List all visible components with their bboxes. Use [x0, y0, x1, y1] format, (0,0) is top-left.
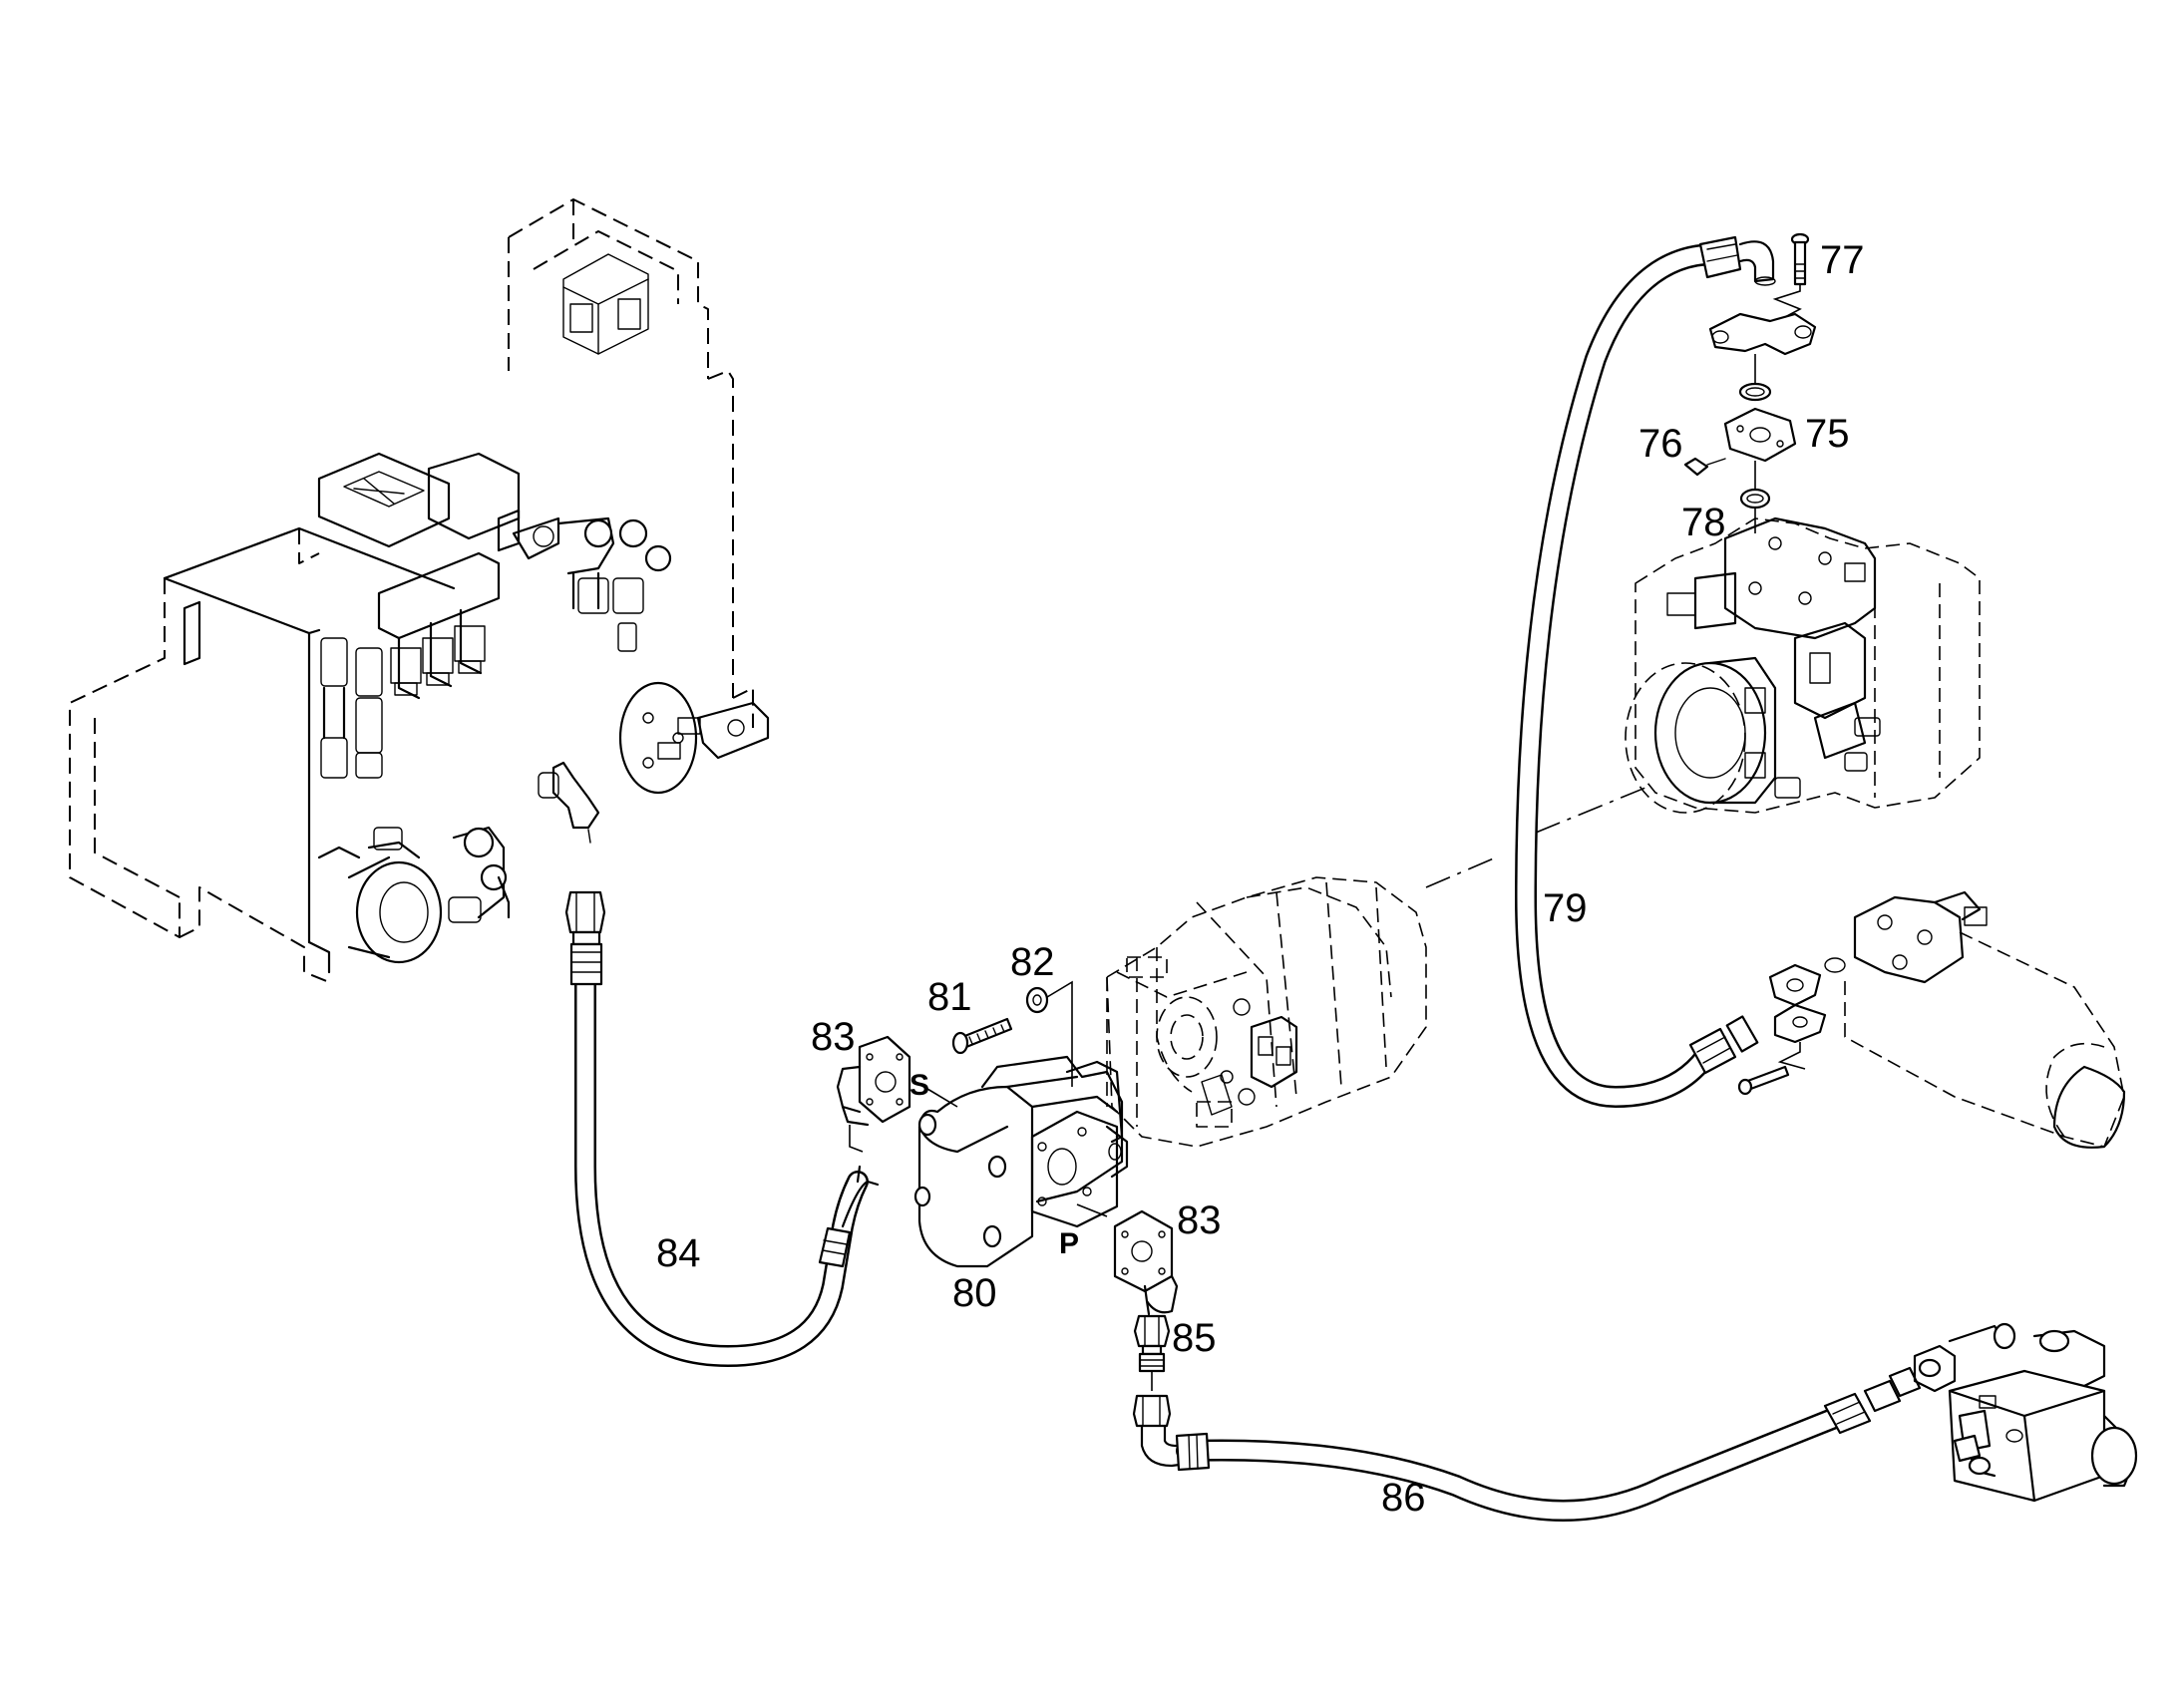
cylinder-phantom	[1844, 890, 2126, 1149]
callout-81: 81	[927, 975, 972, 1019]
control-valve-block	[1913, 1322, 2138, 1503]
hose-79	[1515, 235, 1776, 1108]
screw-76	[1683, 457, 1726, 477]
callout-77: 77	[1820, 238, 1865, 282]
flange-75	[1723, 407, 1797, 463]
leader-s	[914, 1081, 958, 1108]
adapter-85	[1133, 1314, 1171, 1373]
centerline-main	[1425, 856, 1497, 888]
callout-83-pressure: 83	[1177, 1198, 1222, 1242]
bolt-77	[1790, 232, 1810, 286]
callout-78: 78	[1681, 501, 1726, 544]
hose-84	[564, 890, 880, 1367]
callout-80: 80	[952, 1271, 997, 1315]
variable-pump-assembly	[1625, 516, 1981, 814]
callout-75: 75	[1805, 412, 1850, 456]
callout-85: 85	[1172, 1316, 1217, 1360]
lower-flange-set	[1737, 957, 1846, 1096]
flange-clamp-upper	[1708, 312, 1817, 356]
port-label-p: P	[1059, 1227, 1079, 1260]
callout-83-suction: 83	[811, 1015, 856, 1059]
callout-79: 79	[1543, 886, 1588, 930]
pressure-flange-83	[1113, 1209, 1179, 1316]
callout-82: 82	[1010, 940, 1055, 984]
callout-labels: 75 76 77 78 79 80 81 82 83 83 84 85 86 S…	[656, 238, 1865, 1520]
leader-p	[1076, 1203, 1108, 1217]
callout-76: 76	[1638, 422, 1683, 466]
hose-86	[1132, 1366, 1922, 1522]
washer-82	[1025, 986, 1049, 1014]
suction-flange-83	[836, 1035, 911, 1127]
main-pump-assembly-phantom	[1106, 876, 1427, 1148]
o-ring-78	[1739, 488, 1771, 510]
gear-pump-80	[913, 1055, 1129, 1268]
leader-77	[1772, 284, 1802, 318]
port-label-s: S	[909, 1069, 929, 1102]
leader-suction	[849, 1125, 864, 1153]
leader-82	[1046, 980, 1073, 1087]
callout-84: 84	[656, 1231, 701, 1275]
hydraulic-tank-assembly	[69, 198, 770, 983]
bolt-81	[951, 1017, 1013, 1055]
o-ring-upper	[1738, 382, 1772, 402]
centerline-right	[1535, 787, 1646, 834]
callout-86: 86	[1381, 1476, 1426, 1520]
